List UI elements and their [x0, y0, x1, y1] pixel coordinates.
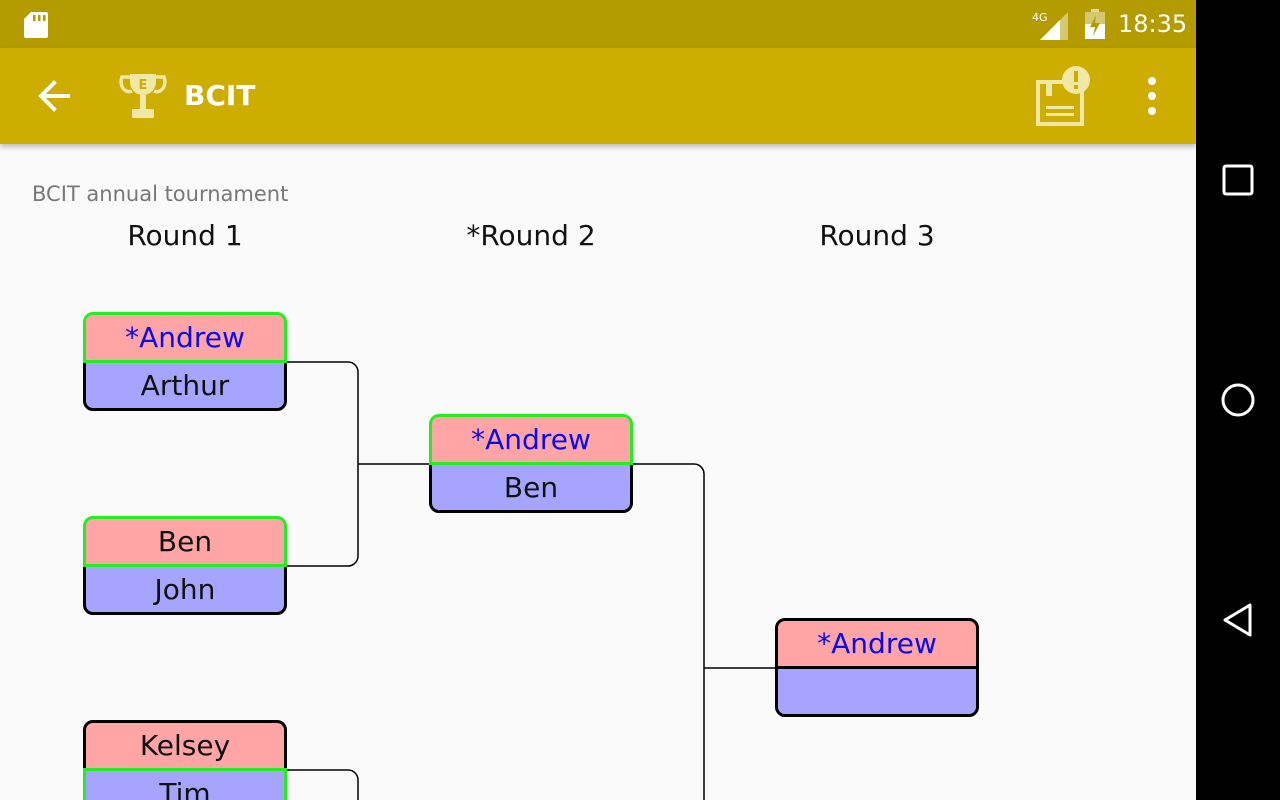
match-r3-m1: *Andrew — [775, 618, 979, 717]
match-r1-m3: Kelsey Tim — [83, 720, 287, 800]
match-r2-m1-top-player[interactable]: *Andrew — [429, 414, 633, 465]
battery-icon — [1085, 9, 1105, 39]
match-r1-m1-bottom-player[interactable]: Arthur — [83, 360, 287, 411]
trophy-letter: E — [139, 78, 148, 93]
round-header-3: Round 3 — [819, 219, 935, 252]
app-bar: E BCIT — [0, 48, 1196, 144]
save-alert-icon — [1036, 66, 1090, 126]
match-r1-m1: *Andrew Arthur — [83, 312, 287, 411]
match-r1-m1-top-player[interactable]: *Andrew — [83, 312, 287, 363]
save-alert-button[interactable] — [1032, 64, 1096, 128]
match-r1-m3-bottom-player[interactable]: Tim — [83, 768, 287, 800]
sd-card-icon — [24, 12, 48, 38]
app-title: BCIT — [184, 79, 256, 112]
match-r2-m1: *Andrew Ben — [429, 414, 633, 513]
bracket-connectors — [286, 361, 776, 800]
match-r1-m2-bottom-player[interactable]: John — [83, 564, 287, 615]
match-r2-m1-bottom-player[interactable]: Ben — [429, 462, 633, 513]
app-screen: 4G 18:35 E BCIT — [0, 0, 1196, 800]
home-circle-icon[interactable] — [1216, 378, 1260, 422]
network-type-label: 4G — [1032, 11, 1048, 24]
match-r3-m1-top-player[interactable]: *Andrew — [775, 618, 979, 669]
back-arrow-icon — [38, 80, 70, 112]
match-r3-m1-bottom-player[interactable] — [775, 666, 979, 717]
status-bar: 4G 18:35 — [0, 0, 1196, 48]
back-button[interactable] — [28, 72, 84, 120]
round-header-1: Round 1 — [127, 219, 243, 252]
status-clock: 18:35 — [1118, 10, 1188, 38]
tournament-description: BCIT annual tournament — [32, 182, 289, 206]
back-triangle-icon[interactable] — [1216, 598, 1260, 642]
more-options-button[interactable] — [1132, 72, 1172, 120]
trophy-icon: E — [119, 74, 167, 118]
navigation-bar — [1196, 0, 1280, 800]
signal-icon: 4G — [1032, 11, 1068, 40]
more-vert-icon — [1148, 77, 1156, 115]
match-r1-m2-top-player[interactable]: Ben — [83, 516, 287, 567]
match-r1-m3-top-player[interactable]: Kelsey — [83, 720, 287, 771]
match-r1-m2: Ben John — [83, 516, 287, 615]
recents-square-icon[interactable] — [1216, 158, 1260, 202]
round-header-2: *Round 2 — [466, 219, 596, 252]
